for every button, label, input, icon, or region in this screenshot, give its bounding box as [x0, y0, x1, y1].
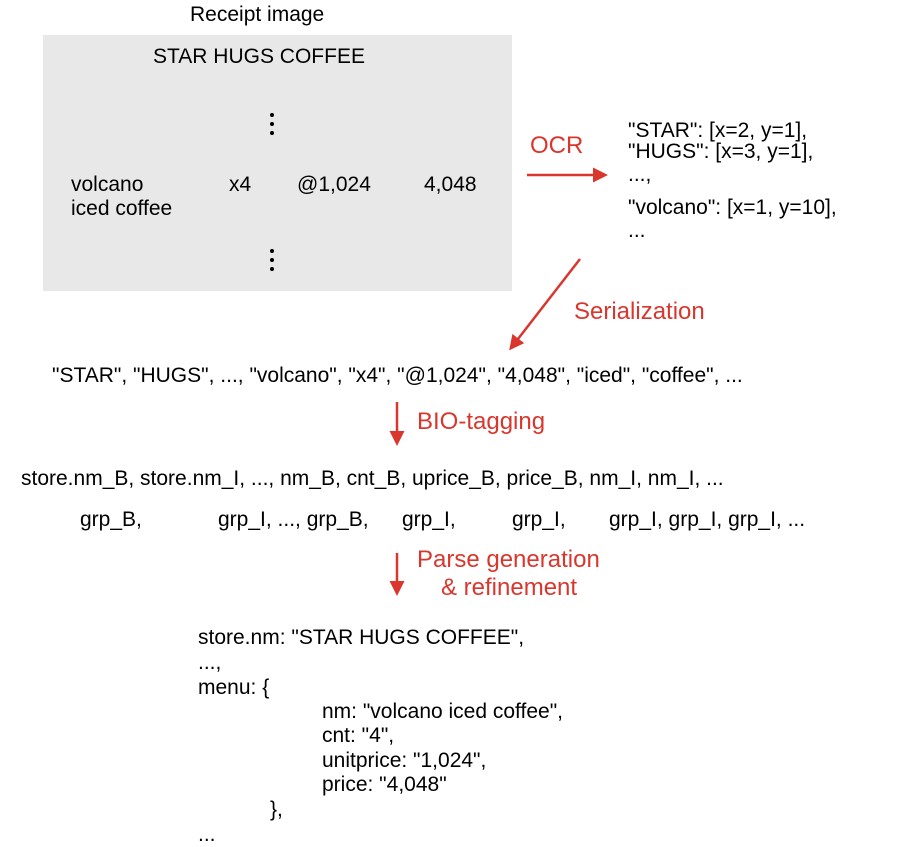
receipt-item-count: x4	[229, 173, 252, 196]
ellipsis-icon	[270, 249, 274, 276]
parse-line: ...	[198, 823, 216, 846]
group-tag: grp_I, grp_I, grp_I, ...	[609, 508, 806, 531]
serialization-arrow-icon	[509, 258, 581, 351]
parse-line: nm: "volcano iced coffee",	[322, 700, 563, 723]
ellipsis-icon	[270, 113, 274, 140]
group-tag: grp_I,	[402, 508, 456, 531]
receipt-item-unit-price: @1,024	[297, 173, 371, 196]
parse-label-line2: & refinement	[441, 574, 578, 601]
ocr-line: "STAR": [x=2, y=1],	[628, 119, 808, 142]
serialized-tokens: "STAR", "HUGS", ..., "volcano", "x4", "@…	[52, 364, 743, 387]
receipt-item-price: 4,048	[424, 173, 477, 196]
parse-line: ...,	[198, 651, 222, 674]
ocr-line: ...,	[628, 163, 652, 186]
parse-line: unitprice: "1,024",	[322, 749, 487, 772]
ocr-line: ...	[628, 219, 646, 242]
parse-line: cnt: "4",	[322, 724, 395, 747]
receipt-title: Receipt image	[190, 3, 325, 26]
parse-line: menu: {	[198, 676, 270, 699]
bio-tagging-label: BIO-tagging	[417, 408, 546, 435]
receipt-item-name-line2: iced coffee	[71, 197, 173, 220]
ocr-label: OCR	[530, 132, 584, 159]
parse-line: price: "4,048"	[322, 773, 447, 796]
parse-line: store.nm: "STAR HUGS COFFEE",	[198, 626, 525, 649]
bio-tags: store.nm_B, store.nm_I, ..., nm_B, cnt_B…	[21, 467, 724, 490]
serialization-label: Serialization	[574, 298, 705, 325]
receipt-image	[43, 35, 512, 291]
parse-line: },	[270, 798, 283, 821]
group-tag: grp_I, ..., grp_B,	[218, 508, 369, 531]
parse-label-line1: Parse generation	[417, 546, 600, 573]
ocr-line: "volcano": [x=1, y=10],	[628, 196, 837, 219]
ocr-line: "HUGS": [x=3, y=1],	[628, 140, 814, 163]
group-tag: grp_B,	[80, 508, 142, 531]
receipt-item-name-line1: volcano	[71, 173, 144, 196]
receipt-store-name: STAR HUGS COFFEE	[153, 45, 365, 68]
group-tag: grp_I,	[512, 508, 566, 531]
